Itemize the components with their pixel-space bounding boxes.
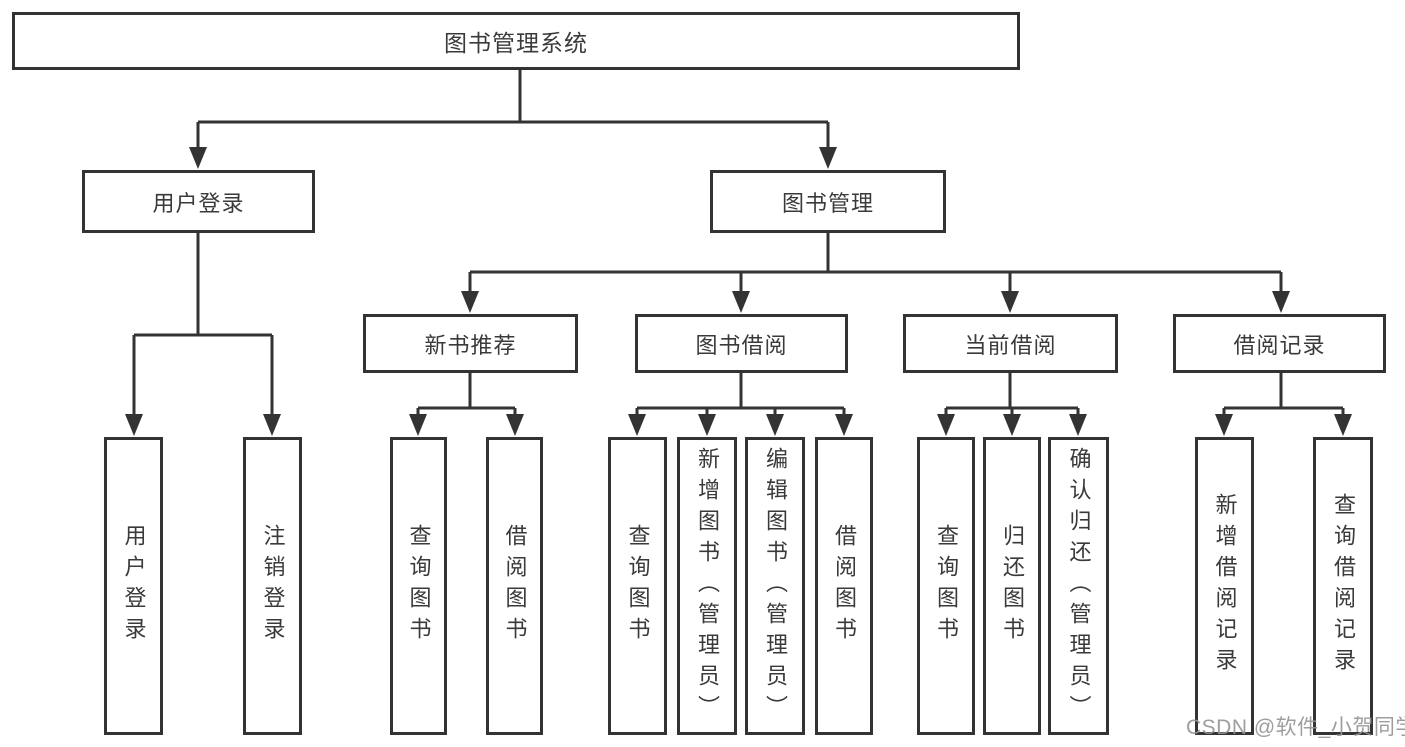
leaf-current-confirm-admin-label: 确认归还（管理员） (1066, 446, 1092, 726)
leaf-newbook-query-label: 查询图书 (406, 524, 432, 648)
leaf-current-query-label: 查询图书 (934, 524, 959, 648)
node-new-book-recommend-label: 新书推荐 (424, 332, 517, 358)
leaf-borrow-edit-admin-label: 编辑图书（管理员） (763, 446, 788, 726)
leaf-current-query: 查询图书 (917, 437, 975, 735)
leaf-user-login: 用户登录 (104, 437, 163, 735)
leaf-current-confirm-admin: 确认归还（管理员） (1048, 437, 1109, 735)
node-user-login: 用户登录 (82, 170, 315, 233)
leaf-newbook-borrow: 借阅图书 (486, 437, 543, 735)
leaf-borrow-query-label: 查询图书 (625, 524, 651, 648)
leaf-newbook-borrow-label: 借阅图书 (502, 524, 528, 648)
leaf-logout: 注销登录 (243, 437, 302, 735)
leaf-record-add-label: 新增借阅记录 (1212, 493, 1238, 679)
leaf-record-add: 新增借阅记录 (1195, 437, 1254, 735)
leaf-borrow-borrow-label: 借阅图书 (832, 524, 857, 648)
leaf-current-return: 归还图书 (983, 437, 1041, 735)
leaf-current-return-label: 归还图书 (1000, 524, 1025, 648)
leaf-newbook-query: 查询图书 (390, 437, 447, 735)
leaf-borrow-edit-admin: 编辑图书（管理员） (745, 437, 805, 735)
leaf-borrow-query: 查询图书 (608, 437, 667, 735)
leaf-record-query: 查询借阅记录 (1313, 437, 1373, 735)
node-user-login-label: 用户登录 (152, 190, 245, 216)
node-current-borrow: 当前借阅 (903, 314, 1118, 373)
node-book-management: 图书管理 (710, 170, 946, 233)
node-root-label: 图书管理系统 (444, 30, 588, 56)
node-book-borrow: 图书借阅 (635, 314, 848, 373)
leaf-record-query-label: 查询借阅记录 (1331, 493, 1356, 679)
csdn-watermark: CSDN @软件_小贺同学 (1186, 716, 1405, 739)
leaf-borrow-add-admin: 新增图书（管理员） (677, 437, 737, 735)
node-book-borrow-label: 图书借阅 (695, 332, 788, 358)
arrowheads (125, 147, 1352, 436)
leaf-logout-label: 注销登录 (260, 524, 286, 648)
node-book-management-label: 图书管理 (781, 190, 874, 216)
node-current-borrow-label: 当前借阅 (964, 332, 1057, 358)
leaf-borrow-borrow: 借阅图书 (815, 437, 873, 735)
node-borrow-record-label: 借阅记录 (1233, 332, 1326, 358)
node-borrow-record: 借阅记录 (1173, 314, 1386, 373)
leaf-user-login-label: 用户登录 (121, 524, 147, 648)
leaf-borrow-add-admin-label: 新增图书（管理员） (695, 446, 720, 726)
node-root-system: 图书管理系统 (12, 12, 1020, 70)
node-new-book-recommend: 新书推荐 (363, 314, 578, 373)
